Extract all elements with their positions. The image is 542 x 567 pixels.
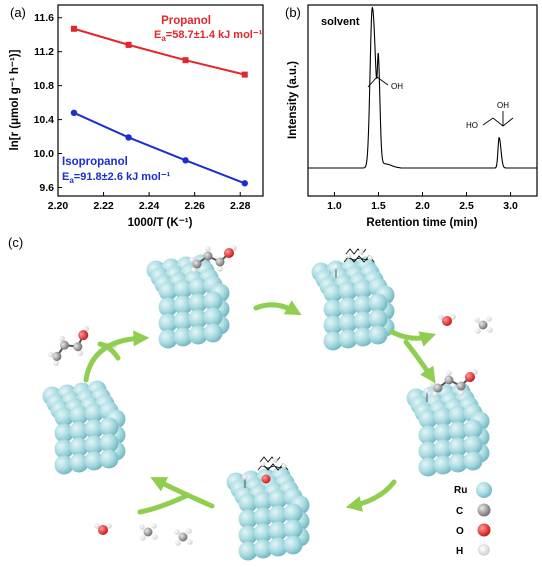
ea-label-propanol: Ea=58.7±1.4 kJ mol⁻¹ xyxy=(154,29,263,43)
y-tick-label: 10.8 xyxy=(34,80,55,92)
data-point-isopropanol xyxy=(241,180,248,187)
cycle-arrows xyxy=(83,300,437,515)
solvent-annotation: solvent xyxy=(321,16,360,28)
x-tick-label: 2.0 xyxy=(415,200,430,212)
legend-h-atom xyxy=(478,544,490,556)
y-tick-label: 9.6 xyxy=(39,182,54,194)
y-tick-label: 10.4 xyxy=(34,114,55,126)
arrow-products xyxy=(137,493,189,515)
x-tick-label: 2.24 xyxy=(139,200,160,212)
x-tick-label: 2.20 xyxy=(48,200,69,212)
x-tick-label: 2.28 xyxy=(230,200,251,212)
propanediol-oh-label: OH xyxy=(497,101,509,110)
data-point-propanol xyxy=(125,41,132,48)
data-point-isopropanol xyxy=(182,157,189,164)
ru-cluster-bare xyxy=(42,380,126,475)
arrow-water-release xyxy=(389,329,437,347)
ea-value: =91.8±2.6 kJ mol⁻¹ xyxy=(74,171,171,183)
data-point-isopropanol xyxy=(70,109,78,117)
data-point-propanol xyxy=(182,57,189,64)
ea-label-isopropanol: Ea=91.8±2.6 kJ mol⁻¹ xyxy=(62,171,171,185)
released-methane xyxy=(474,316,493,334)
x-axis-title-b: Retention time (min) xyxy=(366,217,477,229)
ea-value: =58.7±1.4 kJ mol⁻¹ xyxy=(166,29,263,41)
ea-subscript: a xyxy=(69,176,74,185)
reaction-cycle-schematic: (c) Ru C O H xyxy=(8,235,493,561)
ru-cluster-propanol-adsorbed xyxy=(146,254,230,349)
x-axis-title-a: 1000/T (K⁻¹) xyxy=(128,217,193,229)
propanediol-ho-label: HO xyxy=(466,121,478,130)
arrow-to-co-cleavage xyxy=(403,339,436,384)
x-tick-label: 2.5 xyxy=(459,200,474,212)
arrow-to-cc-cleavage xyxy=(345,479,397,512)
legend-label-c: C xyxy=(456,506,463,517)
plot-frame-a xyxy=(57,4,264,197)
ea-symbol: E xyxy=(62,171,69,183)
y-axis-title-a: ln[r (μmol g⁻¹ h⁻¹)] xyxy=(9,49,21,150)
y-tick-label: 10.0 xyxy=(34,148,55,160)
x-tick-label: 3.0 xyxy=(503,200,518,212)
arrow-adsorption xyxy=(83,330,150,383)
released-water xyxy=(94,523,112,535)
panel-label-c: (c) xyxy=(8,235,23,250)
ea-symbol: E xyxy=(154,29,161,41)
legend-label-ru: Ru xyxy=(454,485,467,496)
adsorbed-oxygen xyxy=(261,474,271,484)
propanol-structure: OH xyxy=(367,76,403,91)
legend-o-atom xyxy=(477,523,491,537)
legend-ru-atom xyxy=(476,482,492,498)
legend-label-o: O xyxy=(456,526,464,537)
series-line-isopropanol xyxy=(73,111,246,185)
ru-cluster-dehydrogenation xyxy=(311,256,395,351)
y-tick-label: 11.2 xyxy=(34,46,54,58)
propanediol-structure: HO OH xyxy=(466,101,514,130)
data-point-isopropanol xyxy=(125,134,132,141)
legend-c-atom xyxy=(477,503,491,517)
x-axis-ticks-a: 2.20 2.22 2.24 2.26 2.28 xyxy=(48,192,251,212)
series-label-isopropanol: Isopropanol xyxy=(62,156,128,168)
released-water xyxy=(438,314,456,326)
adsorbed-intermediate xyxy=(257,456,289,471)
x-tick-label: 1.0 xyxy=(327,200,342,212)
y-axis-ticks-a: 9.6 10.0 10.4 10.8 11.2 11.6 xyxy=(34,12,62,194)
y-axis-title-b: Intensity (a.u.) xyxy=(287,61,299,139)
released-methane xyxy=(174,528,193,546)
panel-label-b: (b) xyxy=(285,5,301,20)
propanol-oh-label: OH xyxy=(391,82,403,91)
chromatogram-plot: (b) 1.0 1.5 2.0 2.5 3.0 Retention time (min)… xyxy=(285,4,538,229)
series-label-propanol: Propanol xyxy=(161,15,211,27)
series-line-propanol xyxy=(73,27,246,76)
arrow-dehydrogenation xyxy=(253,300,302,316)
atom-legend: Ru C O H xyxy=(454,482,492,557)
ru-cluster-co-cleavage xyxy=(406,382,490,477)
y-tick-label: 11.6 xyxy=(34,12,54,24)
arrow-feed-merge xyxy=(97,341,121,361)
released-methane xyxy=(139,523,158,541)
ea-subscript: a xyxy=(161,34,166,43)
x-axis-ticks-b: 1.0 1.5 2.0 2.5 3.0 xyxy=(327,192,518,212)
series-lines-a xyxy=(73,27,246,185)
legend-label-h: H xyxy=(456,546,463,557)
data-point-propanol xyxy=(70,25,77,32)
x-tick-label: 2.26 xyxy=(184,200,205,212)
panel-label-a: (a) xyxy=(10,5,26,20)
x-tick-label: 1.5 xyxy=(371,200,386,212)
free-propanol xyxy=(42,324,99,369)
x-tick-label: 2.22 xyxy=(93,200,114,212)
arrhenius-plot: (a) 2.20 2.22 2.24 2.26 2.28 9.6 10.0 10.4 10.8… xyxy=(9,4,264,229)
series-markers-a xyxy=(70,25,248,187)
data-point-propanol xyxy=(241,71,248,78)
arrow-product-release xyxy=(150,477,215,509)
chromatogram-trace xyxy=(308,6,537,169)
